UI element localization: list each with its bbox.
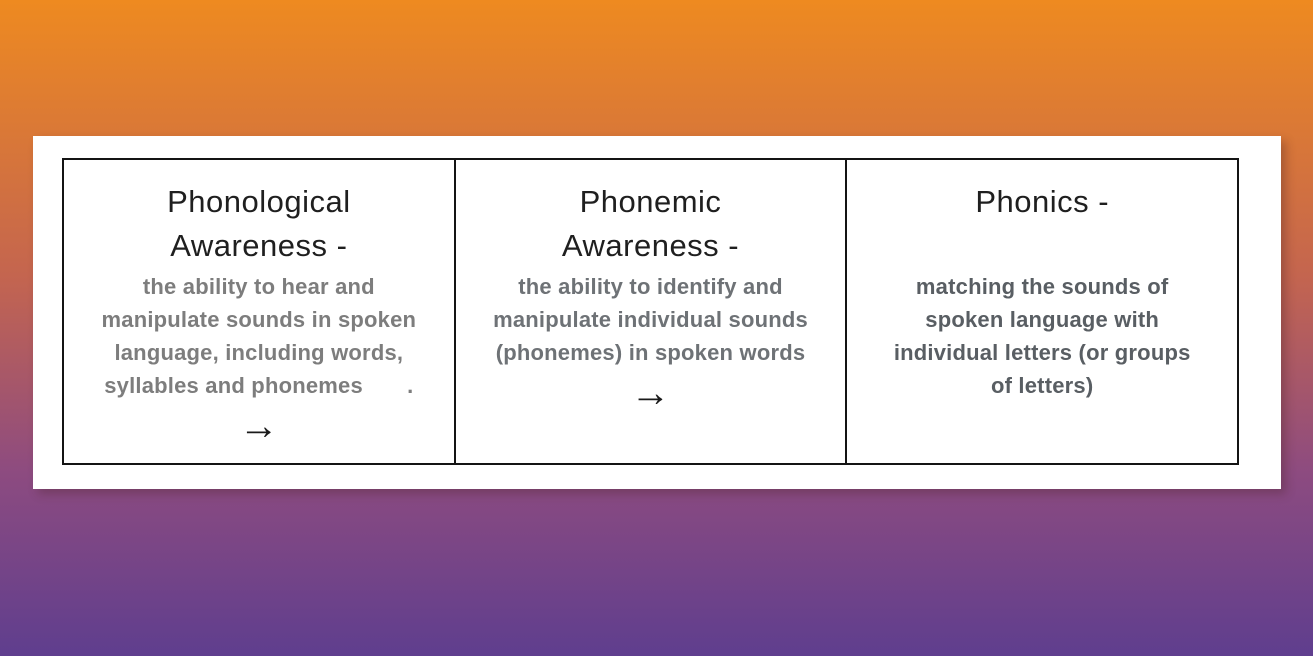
phonics-description: matching the sounds of spoken language w… — [893, 274, 1191, 398]
right-arrow-icon: → — [238, 404, 279, 448]
phonics-title: Phonics - — [975, 184, 1110, 219]
phonemic-awareness-description: the ability to identify and manipulate i… — [493, 274, 808, 365]
cell-phonics: Phonics - matching the sounds of spoken … — [845, 160, 1237, 463]
cell-phonological-awareness: Phonological Awareness - the ability to … — [64, 160, 454, 463]
phonological-awareness-title: Phonological Awareness - — [167, 184, 351, 263]
cell-phonemic-awareness: Phonemic Awareness - the ability to iden… — [453, 160, 846, 463]
phonemic-awareness-title: Phonemic Awareness - — [561, 184, 740, 263]
content-card: Phonological Awareness - the ability to … — [33, 136, 1281, 489]
right-arrow-icon: → — [630, 371, 671, 415]
phonological-awareness-description: the ability to hear and manipulate sound… — [101, 274, 417, 398]
definitions-table: Phonological Awareness - the ability to … — [62, 158, 1239, 465]
